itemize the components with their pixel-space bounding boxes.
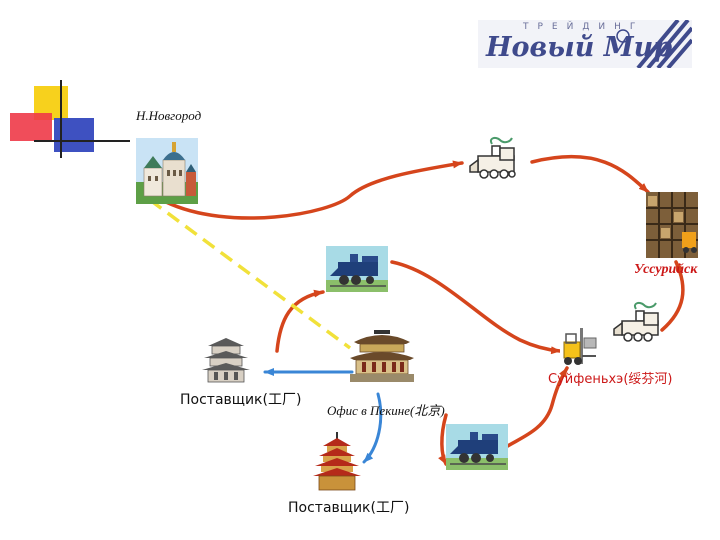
- route-loco3-to-suifenhe: [504, 366, 569, 449]
- route-loco-to-suifenhe: [390, 260, 562, 355]
- logo-brand: Новый Мир: [486, 32, 673, 63]
- route-office-to-loco: [275, 289, 325, 353]
- pagoda-icon-supplier2: [313, 432, 361, 491]
- route-train-to-warehouse: [530, 154, 650, 194]
- label-ussuriysk: Уссурийск: [634, 262, 698, 277]
- locomotive-icon: [326, 246, 388, 292]
- city-icon: [136, 138, 198, 204]
- label-supplier-2: Поставщик(工厂): [288, 500, 410, 516]
- dashed-link: [148, 198, 352, 350]
- route-lines: [164, 154, 685, 466]
- locomotive-icon-bottom: [446, 424, 508, 470]
- route-nnovgorod-to-train: [164, 160, 464, 220]
- train-icon: [469, 136, 516, 179]
- route-suifenhe-to-ussuriysk: [660, 260, 685, 332]
- blue-links: [263, 368, 383, 464]
- logo-icon: [478, 20, 692, 68]
- forklift-icon: [560, 328, 600, 366]
- pagoda-icon-supplier1: [202, 338, 250, 383]
- train-icon-right: [613, 301, 659, 342]
- corner-decoration: [10, 80, 130, 158]
- label-suifenhe: Суйфеньхэ(绥芬河): [548, 372, 673, 387]
- link-office-to-supplier2: [362, 392, 383, 464]
- warehouse-icon: [646, 192, 698, 258]
- label-office-beijing: Офис в Пекине(北京): [327, 403, 445, 418]
- company-logo: ТРЕЙДИНГ Новый Мир: [478, 20, 692, 68]
- route-to-loco3: [438, 413, 448, 466]
- label-nnovgorod: Н.Новгород: [136, 108, 202, 123]
- pagoda-icon-office: [350, 330, 414, 382]
- label-supplier-1: Поставщик(工厂): [180, 392, 302, 408]
- logo-tagline: ТРЕЙДИНГ: [523, 22, 645, 32]
